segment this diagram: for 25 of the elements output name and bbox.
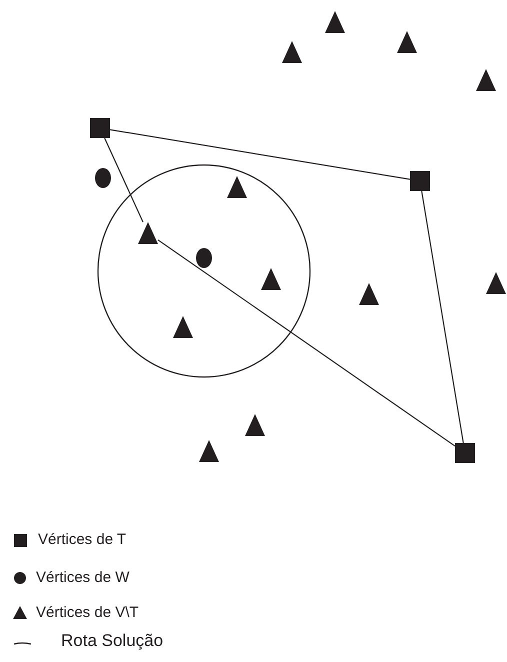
triangle-vertex [397,31,417,53]
square-vertex [90,118,110,138]
triangle-vertex [476,69,496,91]
triangle-vertex [261,268,281,290]
triangle-vertex [282,41,302,63]
circle-vertex [196,247,212,269]
square-vertex [455,443,475,463]
legend-text: Vértices de T [38,531,126,548]
triangle-vertex [325,11,345,33]
square-vertex [410,171,430,191]
triangle-vertex [199,440,219,462]
triangle-vertex [486,272,506,294]
legend-text: Rota Solução [61,631,164,651]
route-line [104,138,144,222]
triangle-vertex [138,222,158,244]
triangle-vertex [173,316,193,338]
legend-text: Vértices de V\T [36,604,139,621]
route-line [158,239,456,447]
route-line [421,190,464,444]
triangle-vertex [359,283,379,305]
circle-vertex [95,167,111,189]
triangle-vertex [227,176,247,198]
triangle-vertex [245,414,265,436]
legend-text: Vértices de W [36,569,130,586]
route-line [110,129,410,180]
